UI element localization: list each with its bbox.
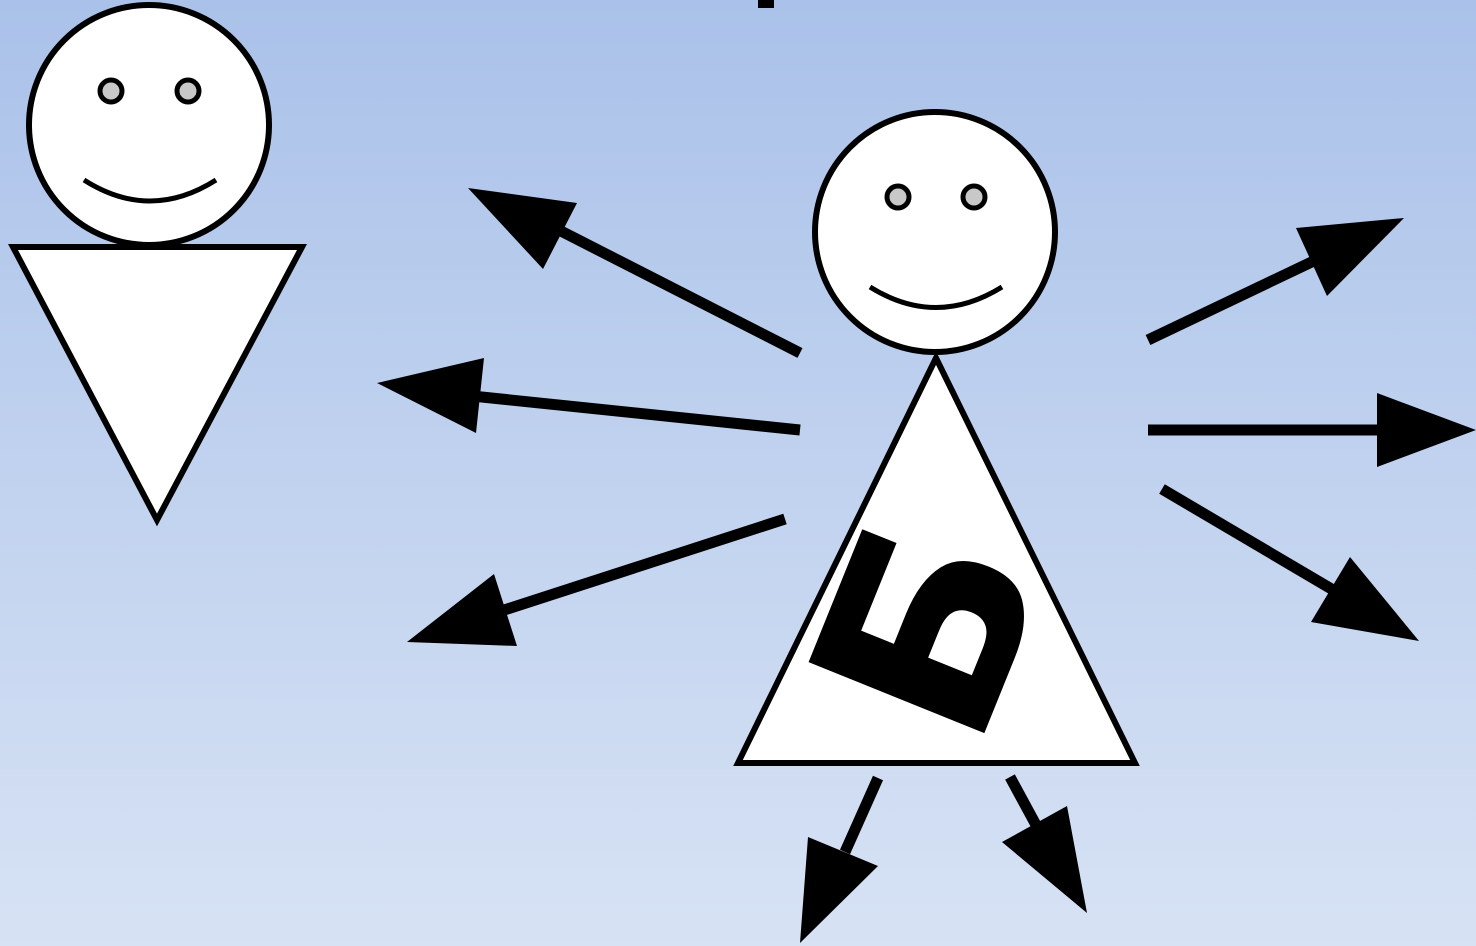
arrow-down-left: [800, 778, 878, 943]
arrow-left-upper: [468, 188, 800, 353]
arrow-left-lower: [407, 519, 785, 646]
arrow-right-upper: [1148, 218, 1404, 340]
left-figure-right-eye: [177, 80, 199, 102]
left-figure-body: [13, 247, 302, 520]
arrow-left-middle: [377, 358, 800, 433]
left-figure-left-eye: [100, 80, 122, 102]
arrow-right-middle: [1148, 393, 1476, 467]
right-figure-head: [815, 112, 1055, 352]
right-figure: Б: [738, 112, 1135, 778]
arrow-down-right: [1002, 777, 1087, 913]
left-figure-head: [29, 5, 269, 245]
top-edge-fragment: [758, 0, 774, 8]
right-figure-right-eye: [963, 186, 985, 208]
right-figure-left-eye: [887, 186, 909, 208]
arrow-right-lower: [1162, 489, 1419, 641]
left-figure: [13, 5, 302, 520]
